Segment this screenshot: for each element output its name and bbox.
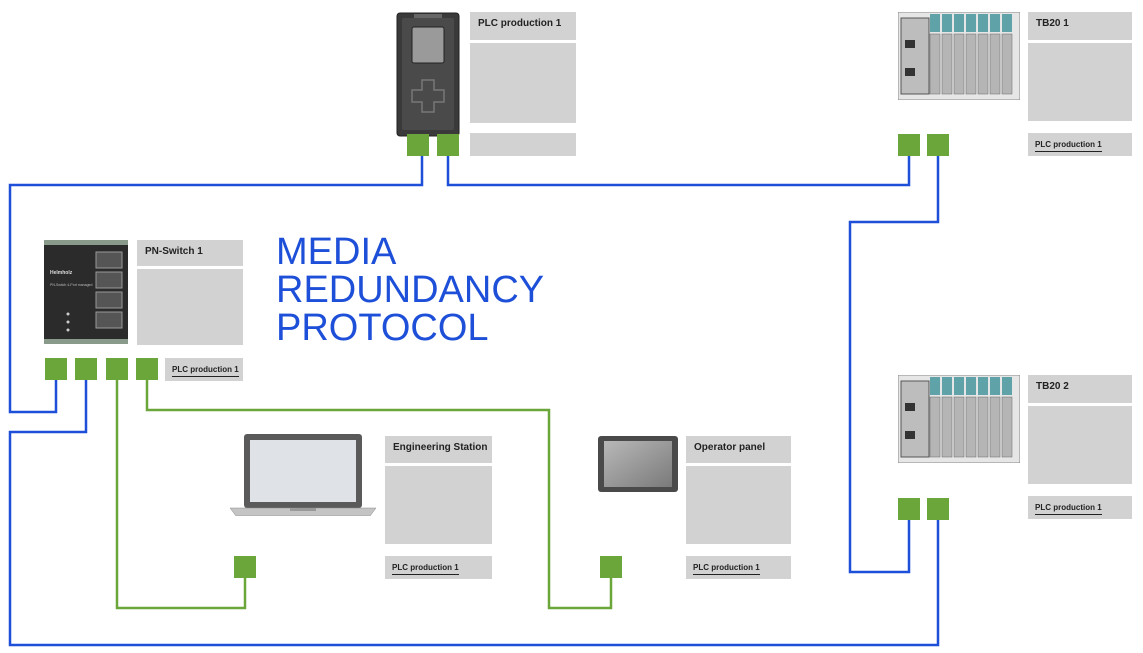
laptop-icon — [230, 434, 376, 516]
tb20-2-port-1 — [898, 498, 920, 520]
operator-panel-icon — [598, 436, 678, 492]
plc-info-box — [470, 43, 576, 123]
headline-line-1: MEDIA — [276, 231, 397, 273]
switch-port-4 — [136, 358, 158, 380]
tb20-2-port-2 — [927, 498, 949, 520]
switch-label-box: PLC production 1 — [165, 358, 243, 381]
ring-line-plc-to-tb20-1 — [446, 146, 911, 187]
tb20-2-title-box: TB20 2 — [1028, 375, 1132, 403]
headline-line-2: REDUNDANCY — [276, 269, 545, 311]
operator-label: PLC production 1 — [693, 563, 760, 575]
switch-model-text: PN-Switch 4-Port managed — [50, 283, 92, 287]
switch-title-box: PN-Switch 1 — [137, 240, 243, 266]
engineering-label-box: PLC production 1 — [385, 556, 492, 579]
operator-port — [600, 556, 622, 578]
headline-line-3: PROTOCOL — [276, 307, 489, 349]
switch-port-1 — [45, 358, 67, 380]
engineering-port — [234, 556, 256, 578]
spur-line-engineering — [115, 369, 247, 610]
switch-port-2 — [75, 358, 97, 380]
switch-info-box — [137, 269, 243, 345]
tb20-1-port-2 — [927, 134, 949, 156]
ring-line-plc-to-switch — [8, 146, 424, 414]
engineering-info-box — [385, 466, 492, 544]
plc-device-image — [396, 12, 460, 137]
operator-title-box: Operator panel — [686, 436, 791, 463]
switch-port-3 — [106, 358, 128, 380]
tb20-2-label: PLC production 1 — [1035, 503, 1102, 515]
switch-brand-text: Helmholz — [50, 270, 73, 276]
operator-label-box: PLC production 1 — [686, 556, 791, 579]
tb20-2-label-box: PLC production 1 — [1028, 496, 1132, 519]
tb20-1-label-box: PLC production 1 — [1028, 133, 1132, 156]
ring-line-tb20-1-to-tb20-2 — [848, 146, 940, 574]
operator-info-box — [686, 466, 791, 544]
engineering-title-box: Engineering Station — [385, 436, 492, 463]
plc-port-2 — [437, 134, 459, 156]
tb20-1-device-image — [898, 12, 1020, 100]
headline: MEDIA REDUNDANCY PROTOCOL — [276, 233, 544, 347]
ring-line-tb20-2-to-switch — [8, 369, 940, 647]
tb20-2-info-box — [1028, 406, 1132, 484]
tb20-2-device-image — [898, 375, 1020, 463]
switch-device-image: Helmholz PN-Switch 4-Port managed — [44, 240, 128, 344]
tb20-1-label: PLC production 1 — [1035, 140, 1102, 152]
spur-line-operator — [145, 369, 613, 610]
plc-title-box: PLC production 1 — [470, 12, 576, 40]
tb20-1-port-1 — [898, 134, 920, 156]
tb20-1-title-box: TB20 1 — [1028, 12, 1132, 40]
tb20-1-info-box — [1028, 43, 1132, 121]
engineering-label: PLC production 1 — [392, 563, 459, 575]
plc-port-1 — [407, 134, 429, 156]
plc-label-box — [470, 133, 576, 156]
switch-label: PLC production 1 — [172, 365, 239, 377]
